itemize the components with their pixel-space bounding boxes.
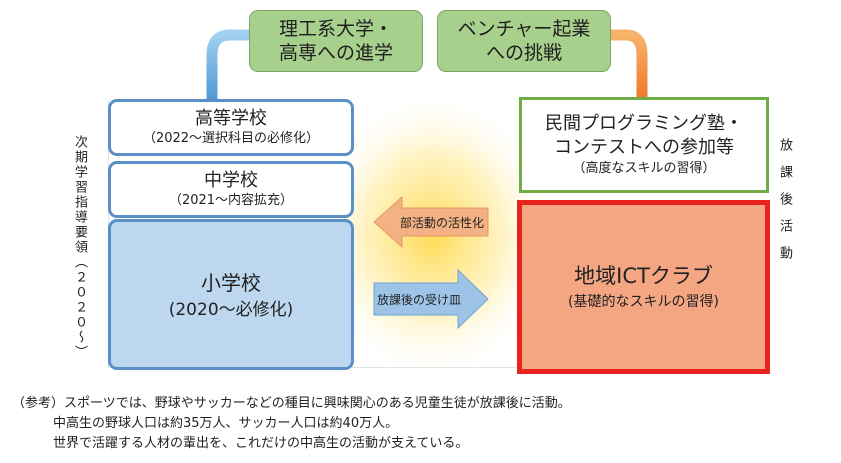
after-school-activity-label: 放課後活動 [777, 138, 792, 273]
startup-box: ベンチャー起業 への挑戦 [437, 10, 611, 72]
blue-arc [206, 29, 256, 106]
university-box: 理工系大学・ 高専への進学 [249, 10, 423, 72]
ict-club-note: (基礎的なスキルの習得) [568, 294, 719, 310]
private-line1: 民間プログラミング塾・ [545, 113, 743, 134]
club-activity-label: 部活動の活性化 [399, 215, 484, 230]
university-line1: 理工系大学・ [278, 18, 393, 40]
ict-club-name: 地域ICTクラブ [574, 264, 713, 288]
private-school-box: 民間プログラミング塾・ コンテストへの参加等 （高度なスキルの習得） [519, 97, 769, 193]
private-note: （高度なスキルの習得） [572, 161, 716, 176]
middle-school-note: （2021～内容拡充） [168, 192, 294, 208]
private-line2: コンテストへの参加等 [554, 137, 734, 158]
elementary-school-name: 小学校 [201, 270, 261, 295]
university-line2: 高専への進学 [278, 42, 393, 64]
reference-note-1: （参考）スポーツでは、野球やサッカーなどの種目に興味関心のある児童生徒が放課後に… [12, 396, 571, 411]
ict-club-box: 地域ICTクラブ (基礎的なスキルの習得) [517, 200, 770, 374]
middle-school-box: 中学校 （2021～内容拡充） [108, 161, 354, 218]
reference-note-3: 世界で活躍する人材の輩出を、これだけの中高生の活動が支えている。 [53, 436, 469, 451]
middle-school-name: 中学校 [204, 169, 258, 191]
elementary-school-note: (2020～必修化) [168, 299, 294, 320]
elementary-school-box: 小学校 (2020～必修化) [108, 219, 354, 370]
high-school-box: 高等学校 （2022～選択科目の必修化） [108, 99, 354, 156]
curriculum-label: 次期学習指導要領（２０２０～） [72, 135, 87, 360]
reference-note-2: 中高生の野球人口は約35万人、サッカー人口は約40万人。 [53, 416, 399, 431]
startup-line2: への挑戦 [485, 42, 562, 64]
startup-line1: ベンチャー起業 [457, 18, 591, 40]
high-school-name: 高等学校 [195, 107, 267, 129]
after-school-arrow [373, 268, 489, 330]
after-school-label: 放課後の受け皿 [376, 292, 461, 307]
orange-arc [604, 29, 648, 104]
high-school-note: （2022～選択科目の必修化） [142, 130, 320, 146]
club-activity-arrow [373, 195, 489, 249]
